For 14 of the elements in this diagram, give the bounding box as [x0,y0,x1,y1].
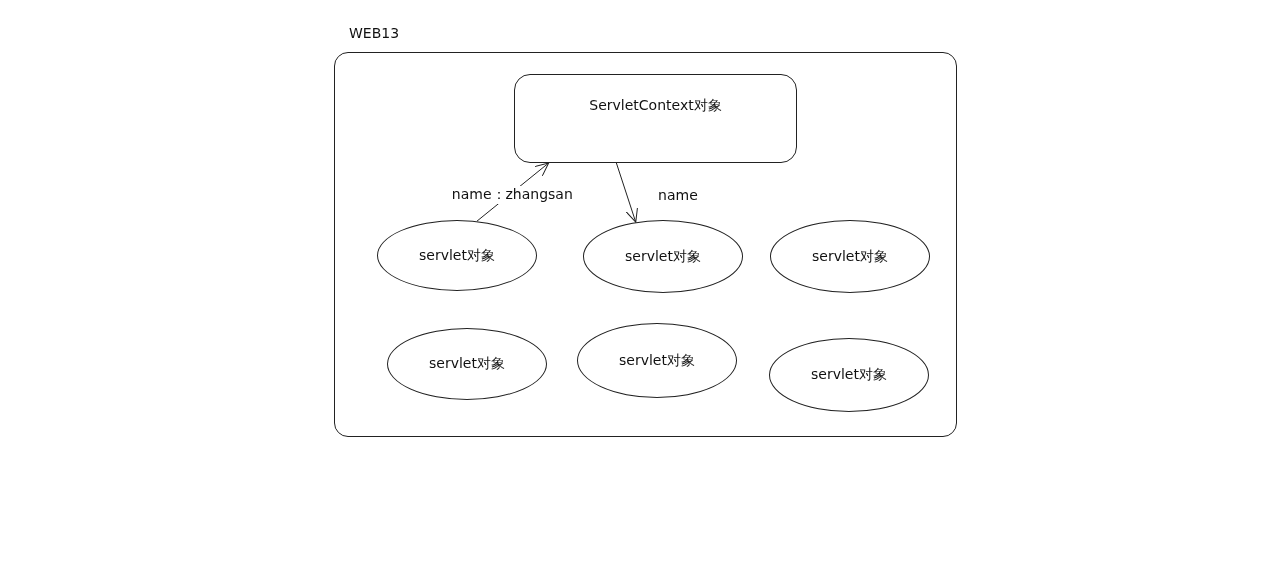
ellipse-node [577,323,737,398]
ellipse-node [583,220,743,293]
group-heading: WEB13 [349,25,400,41]
ellipse-node [377,220,537,291]
node-label: servlet对象 [428,355,506,373]
ellipse-node [770,220,930,293]
node-label: servlet对象 [618,351,696,370]
node-label: servlet对象 [418,246,496,265]
node-label: servlet对象 [624,247,702,266]
node-label: servlet对象 [811,247,889,266]
arrow [615,162,638,223]
rounded-box [514,74,797,163]
node-label: ServletContext对象 [588,97,723,115]
node-label: servlet对象 [810,366,888,384]
